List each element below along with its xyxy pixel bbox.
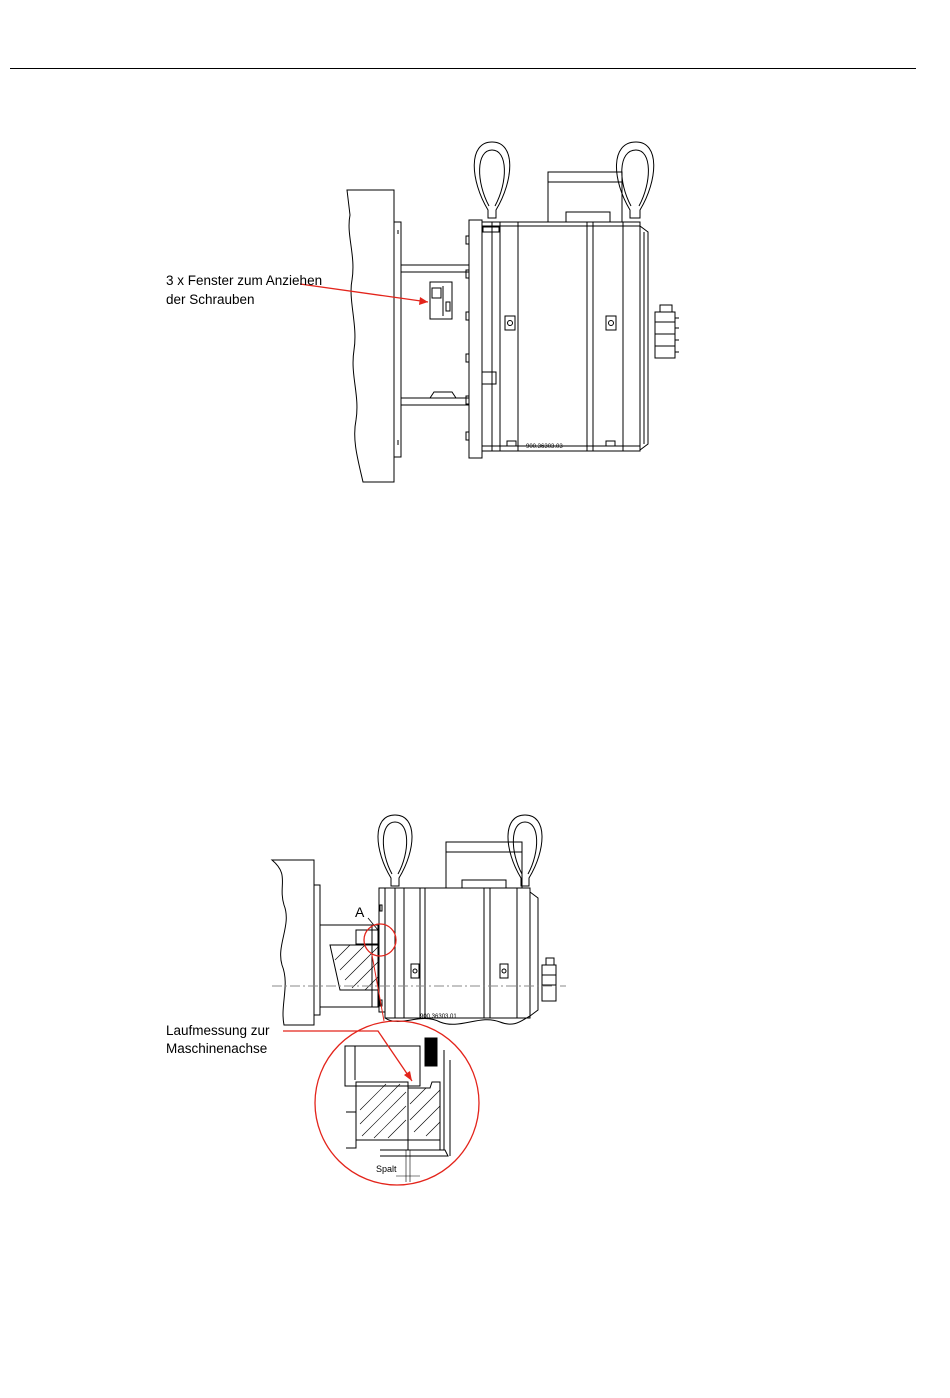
flange-plate (469, 220, 482, 458)
connector (655, 312, 675, 358)
wall-flange (394, 222, 401, 457)
header-rule (10, 68, 916, 69)
callout-text-1-line2: der Schrauben (166, 290, 255, 309)
terminal-box (548, 172, 622, 222)
detail-marker-circle (364, 924, 396, 956)
adapter-housing (401, 265, 469, 405)
callout-text-2-line2: Maschinenachse (166, 1039, 267, 1058)
lifting-eye-right-2 (508, 815, 542, 886)
detail-letter: A (355, 904, 365, 920)
lifting-eye-left-2 (378, 815, 412, 886)
gap-label: Spalt (376, 1164, 397, 1174)
part-number-2: 900.36303.01 (420, 1014, 457, 1020)
figure-runout-measurement: A 900.36303.01 Spalt (0, 795, 950, 1195)
motor-body (482, 222, 640, 451)
machine-wall (347, 190, 394, 482)
callout-text-1-line1: 3 x Fenster zum Anziehen (166, 271, 322, 290)
detail-ring (356, 1082, 408, 1140)
callout-text-2-line1: Laufmessung zur (166, 1021, 270, 1040)
figure-motor-mounting: 900.36303.03 (0, 120, 950, 500)
callout-line-2 (283, 1031, 412, 1081)
part-number-1: 900.36303.03 (526, 444, 563, 450)
motor-body-2 (385, 888, 530, 1018)
machine-wall-2 (272, 860, 314, 1025)
lifting-eye-left (474, 142, 510, 218)
